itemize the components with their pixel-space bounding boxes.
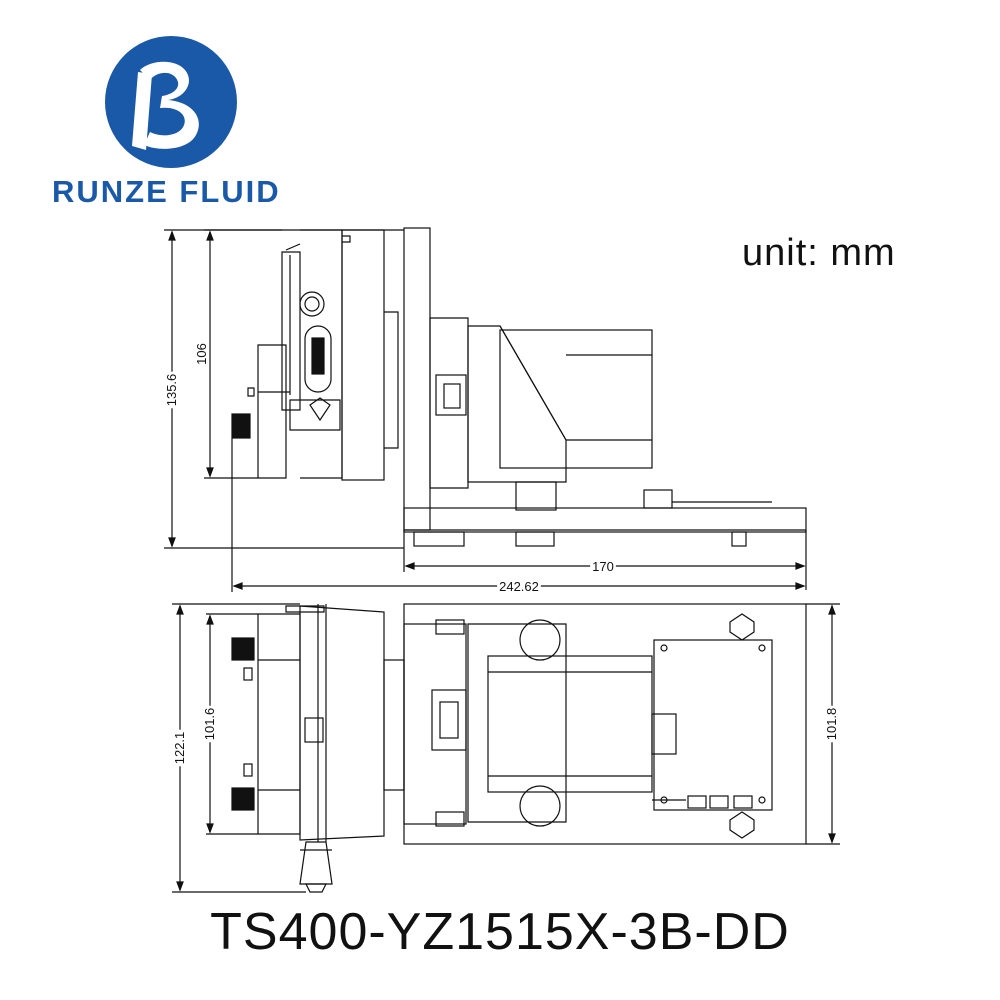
dim-label-backing [164, 371, 179, 409]
top-driver-board [651, 639, 773, 811]
side-dimensions [164, 229, 807, 592]
dim-label-backing [202, 705, 217, 743]
brand-name: RUNZE FLUID [52, 174, 281, 209]
side-mounting-plate [403, 227, 431, 531]
top-pump-head [257, 604, 405, 842]
top-view [172, 603, 840, 893]
dim-label-backing [172, 729, 187, 767]
dim-head-width: 101.6 [202, 708, 217, 741]
top-motor [403, 619, 653, 827]
side-motor [429, 317, 772, 511]
dim-label-backing [590, 559, 616, 574]
side-base-plate [403, 507, 807, 533]
side-pump-head [247, 229, 399, 481]
top-knob-lower [231, 787, 255, 811]
dim-overall-height: 135.6 [164, 374, 179, 407]
top-dimensions [172, 603, 840, 893]
dim-overall-length: 242.62 [499, 579, 539, 594]
top-knob-upper [231, 637, 255, 661]
dim-label-backing [194, 341, 209, 367]
dim-label-backing [824, 705, 839, 743]
dim-overall-width: 122.1 [172, 732, 187, 765]
top-tube-connector-icon [299, 841, 333, 885]
dim-base-length: 170 [592, 559, 614, 574]
side-tube-clamp-knob [231, 413, 251, 439]
model-number: TS400-YZ1515X-3B-DD [210, 903, 790, 961]
dim-base-width: 101.8 [824, 708, 839, 741]
dim-label-backing [497, 579, 541, 594]
unit-label: unit: mm [742, 232, 896, 274]
side-view [164, 227, 807, 592]
dim-head-height: 106 [194, 343, 209, 365]
